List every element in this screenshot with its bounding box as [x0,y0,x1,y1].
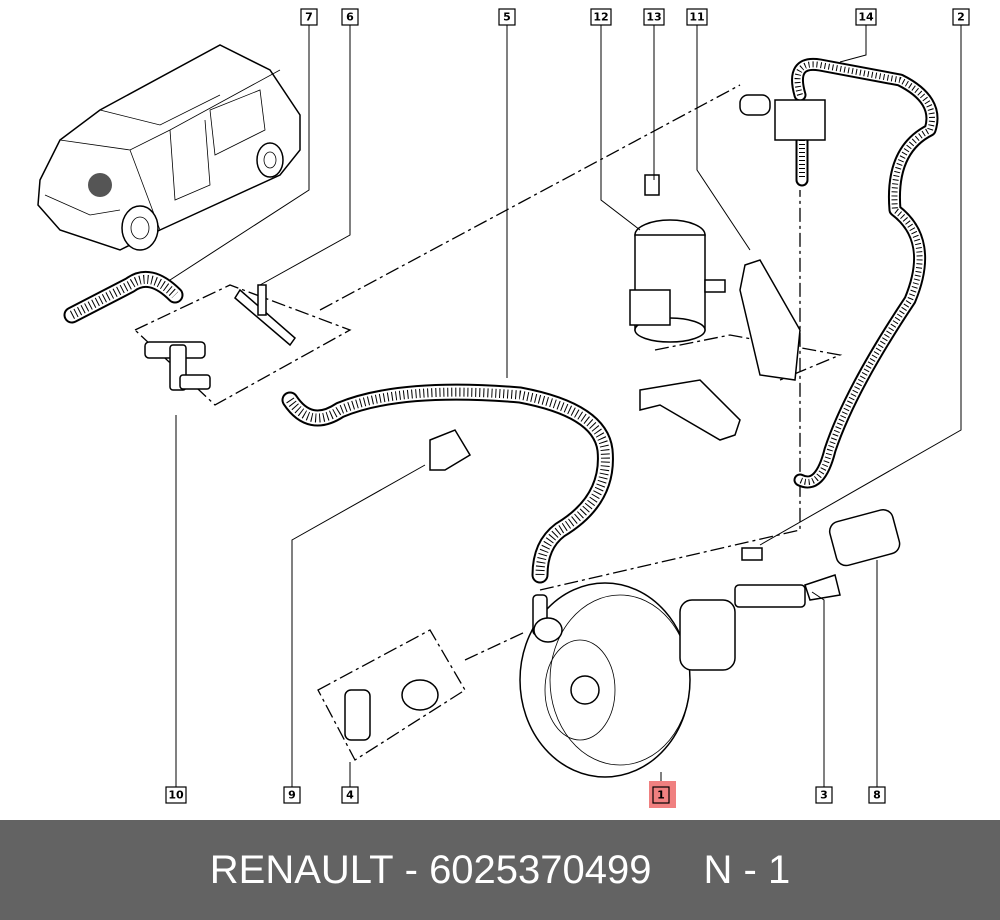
check-valve-4 [344,679,439,741]
callout-1-highlighted[interactable]: 1 [649,781,676,808]
vehicle-illustration [37,44,301,251]
callout-2[interactable]: 2 [952,8,970,26]
brake-booster-1 [519,582,806,778]
callout-6[interactable]: 6 [341,8,359,26]
callout-7[interactable]: 7 [300,8,318,26]
svg-text:2: 2 [957,11,965,24]
svg-text:13: 13 [646,11,661,24]
callout-10[interactable]: 10 [165,786,187,804]
boot-8 [828,508,901,567]
svg-text:10: 10 [168,789,184,802]
position-label: N - 1 [703,847,791,892]
callout-3[interactable]: 3 [815,786,833,804]
callout-14[interactable]: 14 [855,8,877,26]
svg-text:7: 7 [305,11,313,24]
leader-lines [169,25,962,787]
callout-8[interactable]: 8 [868,786,886,804]
part-number: 6025370499 [429,847,652,892]
callout-9[interactable]: 9 [283,786,301,804]
callout-4[interactable]: 4 [341,786,359,804]
svg-text:5: 5 [503,11,511,24]
svg-text:3: 3 [820,789,828,802]
vacuum-pump-12 [629,174,726,343]
vacuum-hose-5 [281,383,614,584]
callout-12[interactable]: 12 [590,8,612,26]
brand-name: RENAULT [209,847,394,892]
svg-text:11: 11 [689,11,704,24]
bracket-11 [639,259,801,441]
valve-10 [144,341,211,391]
callout-11[interactable]: 11 [686,8,708,26]
vacuum-hose-14 [791,57,939,489]
separator: - [393,847,430,892]
parts-diagram: 7 6 5 12 13 11 14 2 10 9 4 1 3 8 [37,8,970,808]
callout-13[interactable]: 13 [643,8,665,26]
svg-text:1: 1 [657,789,665,802]
svg-text:6: 6 [346,11,354,24]
vacuum-hose-7 [63,270,184,324]
t-connector-14 [739,94,826,141]
svg-text:8: 8 [873,789,881,802]
svg-text:9: 9 [288,789,296,802]
callout-5[interactable]: 5 [498,8,516,26]
t-connector-6 [234,284,297,347]
clip-9 [429,429,472,471]
svg-text:4: 4 [346,789,354,802]
svg-text:12: 12 [593,11,608,24]
part-info-footer: RENAULT - 6025370499 N - 1 [0,820,1000,920]
screw-2 [741,547,763,561]
clip-3 [804,574,841,601]
svg-text:14: 14 [858,11,874,24]
